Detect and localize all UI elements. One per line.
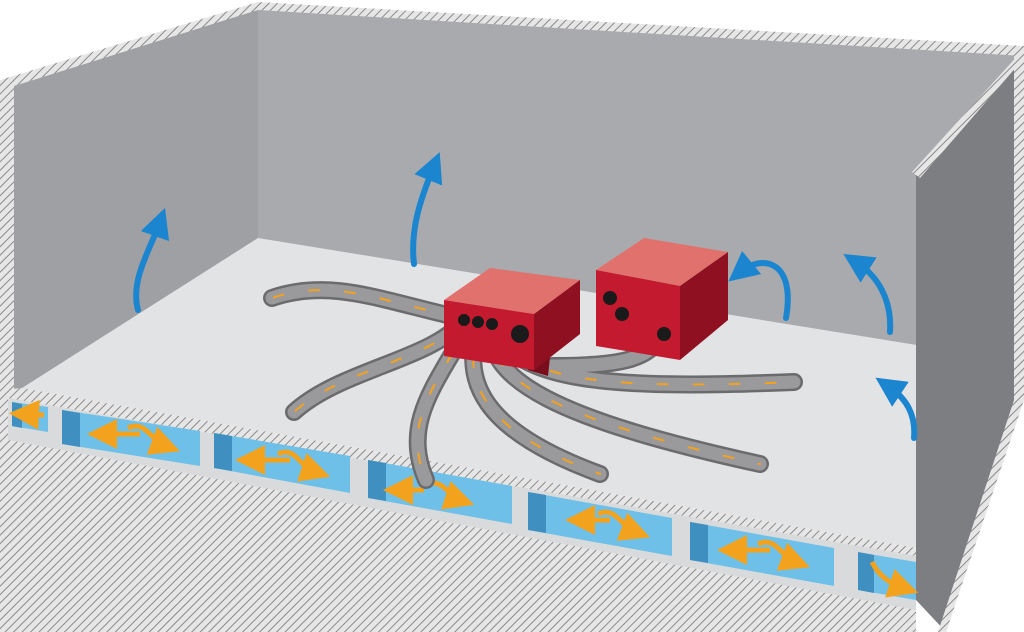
cavity-vent (9, 399, 48, 432)
right-wall-edge (938, 46, 1024, 632)
airflow-arrow (410, 152, 443, 267)
back-wall (258, 4, 1021, 345)
cavity-vent (528, 492, 672, 556)
right-wall-inner-edge (912, 52, 1024, 178)
right-wall (916, 52, 1021, 632)
heater-left (444, 268, 580, 376)
cavity-vent (62, 410, 200, 466)
cavity-vents (9, 399, 919, 600)
airflow-arrow (728, 250, 791, 321)
airflow-arrow (843, 253, 894, 335)
airflow-arrow (875, 377, 918, 441)
cavity-vent (368, 460, 512, 524)
heater-right (596, 238, 728, 360)
airflow-arrows (133, 152, 918, 441)
airflow-arrow (133, 207, 170, 313)
cavity-vent (214, 433, 350, 493)
heater-units (444, 238, 728, 376)
left-wall (8, 4, 258, 390)
back-wall-top-edge (258, 2, 1024, 56)
cavity-vent (858, 552, 919, 600)
cavity-vent (690, 522, 834, 586)
duct (265, 283, 467, 325)
